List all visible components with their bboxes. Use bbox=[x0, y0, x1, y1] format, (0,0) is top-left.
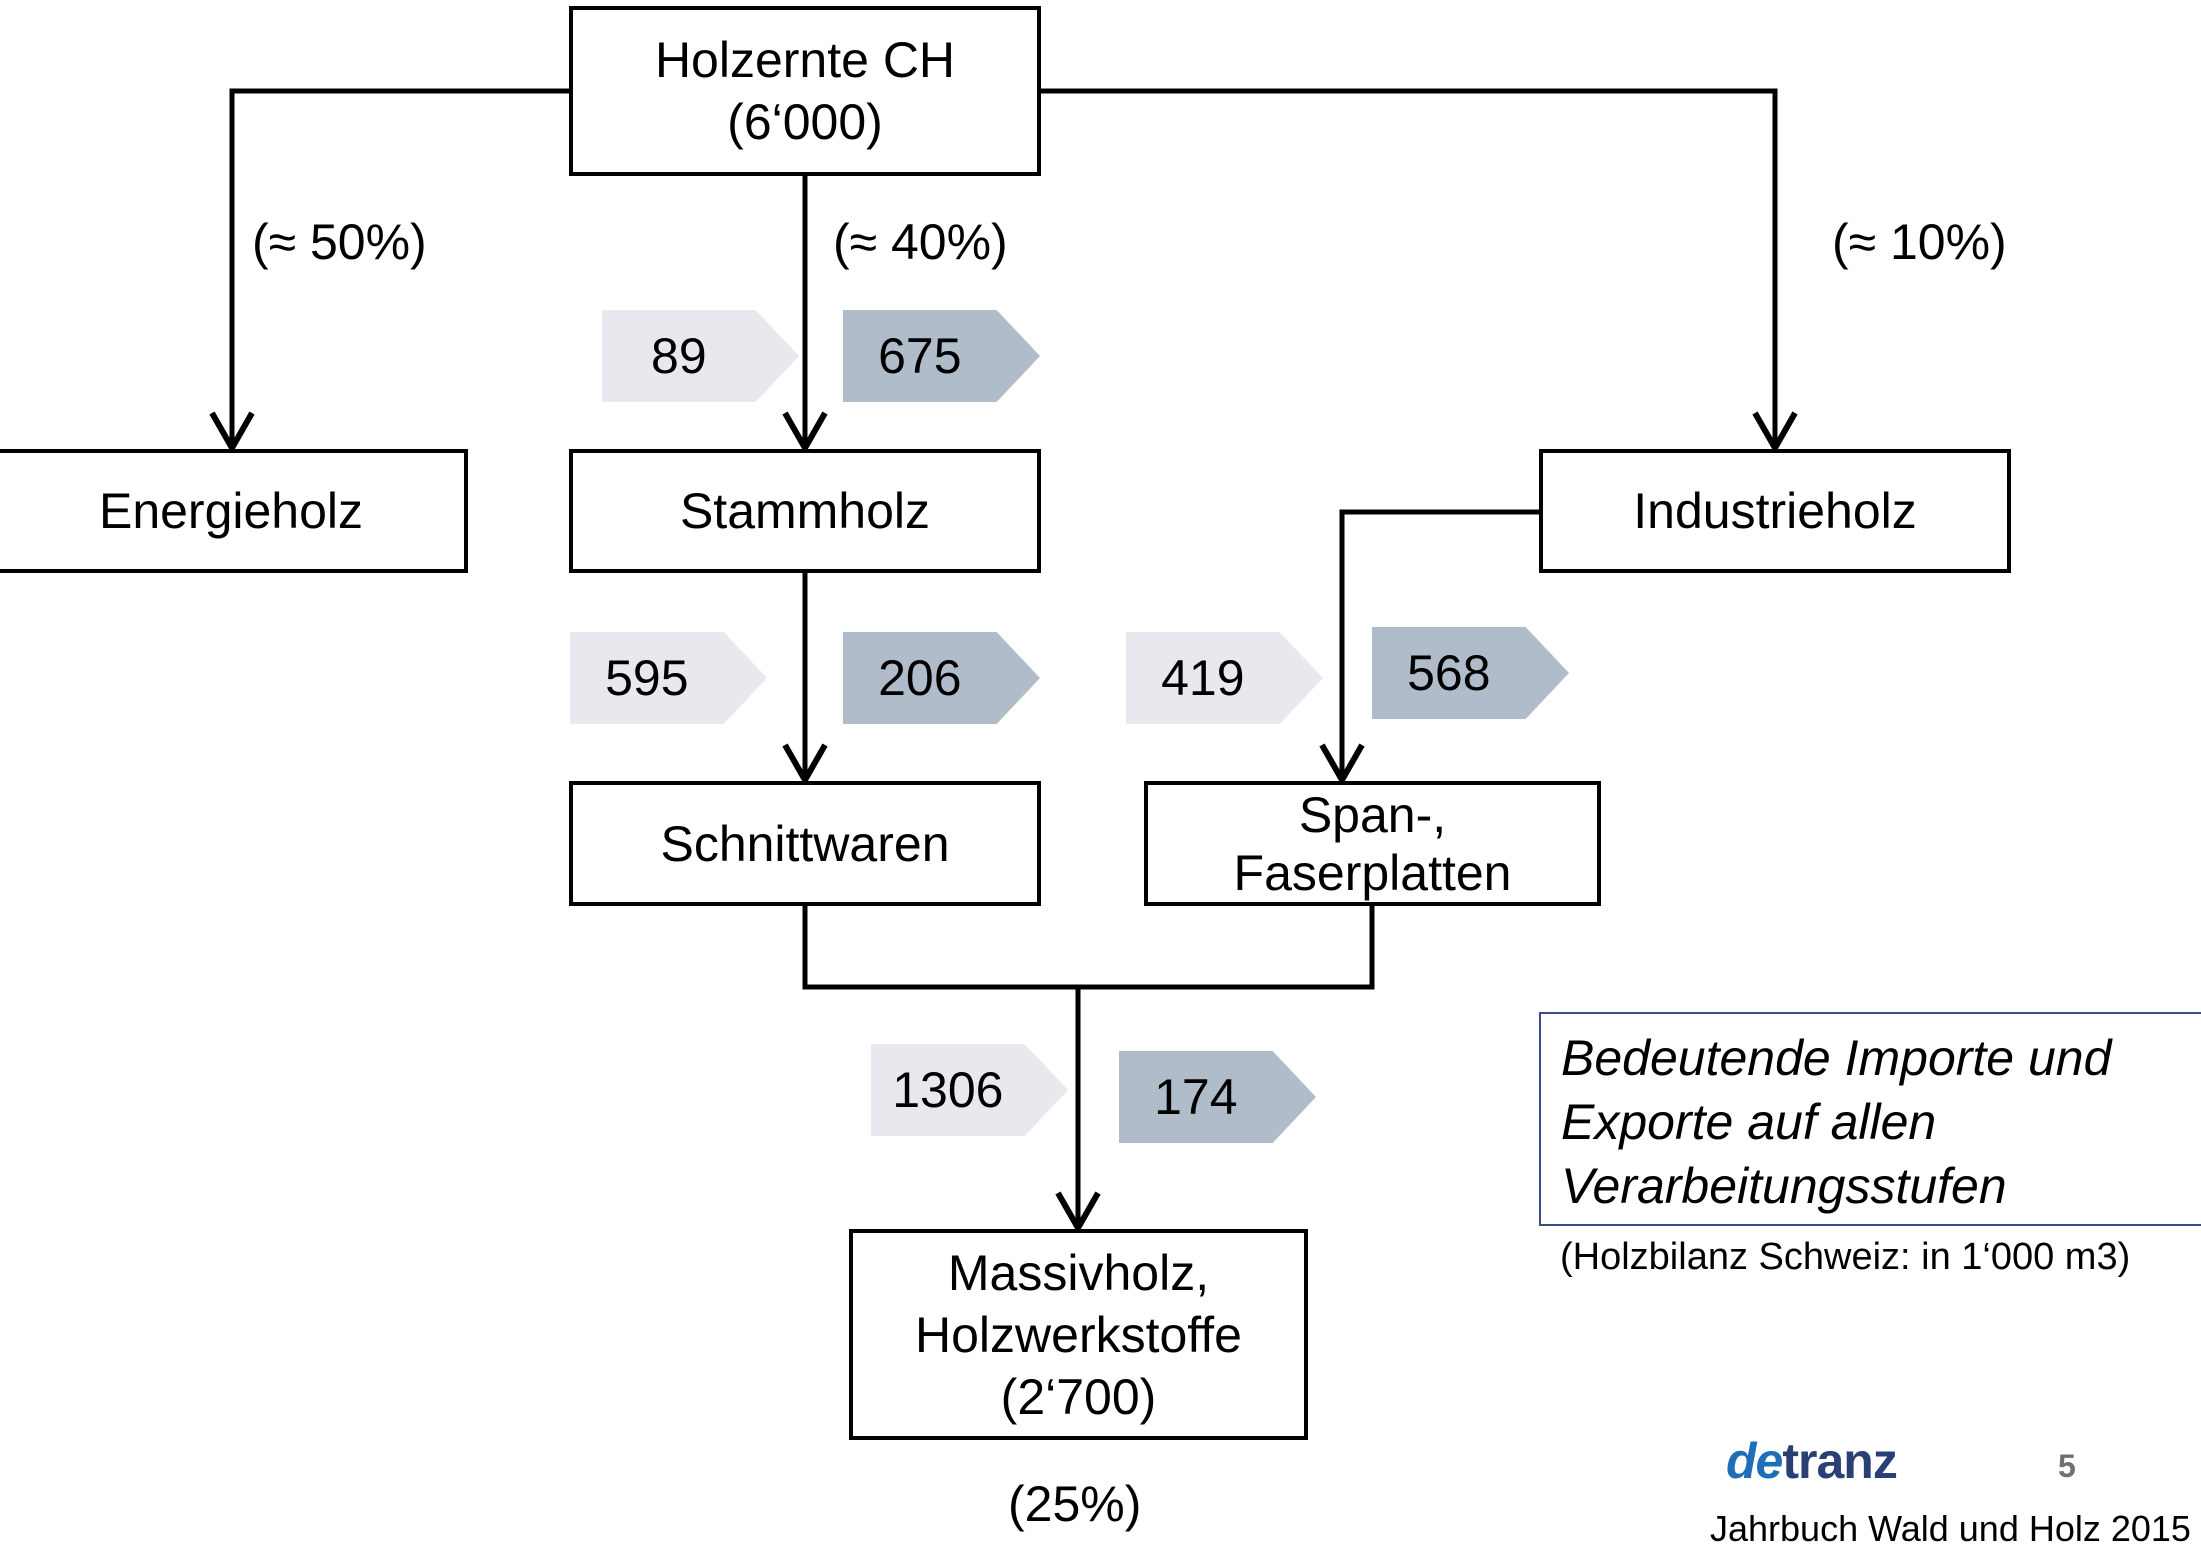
logo-de: de bbox=[1726, 1433, 1783, 1489]
tag-schnittwaren-export: 206 bbox=[843, 632, 1040, 724]
tag-stammholz-export: 675 bbox=[843, 310, 1040, 402]
tag-stammholz-export-value: 675 bbox=[878, 328, 962, 384]
page-number: 5 bbox=[2058, 1448, 2076, 1484]
node-massivholz-line2: Holzwerkstoffe bbox=[915, 1306, 1242, 1363]
node-holzernte-title: Holzernte CH bbox=[654, 32, 956, 88]
tag-stammholz-import: 89 bbox=[602, 310, 799, 402]
tag-massivholz-import: 1306 bbox=[871, 1044, 1068, 1136]
share-energieholz: (≈ 50%) bbox=[252, 214, 427, 270]
tag-massivholz-export: 174 bbox=[1119, 1051, 1316, 1143]
node-massivholz-line1: Massivholz, bbox=[947, 1244, 1210, 1301]
node-holzernte-value: (6‘000) bbox=[727, 94, 883, 150]
share-massivholz: (25%) bbox=[1008, 1476, 1142, 1532]
node-span-faserplatten: Span-, Faserplatten bbox=[1144, 781, 1601, 906]
note-box: Bedeutende Importe und Exporte auf allen… bbox=[1539, 1012, 2201, 1226]
note-line1: Bedeutende Importe und bbox=[1561, 1030, 2112, 1086]
tag-massivholz-export-value: 174 bbox=[1154, 1069, 1238, 1125]
tag-schnittwaren-import-value: 595 bbox=[605, 650, 689, 706]
node-energieholz: Energieholz bbox=[0, 449, 468, 573]
node-span-line2: Faserplatten bbox=[1233, 844, 1512, 901]
footer-text: Jahrbuch Wald und Holz 2015 bbox=[1710, 1508, 2191, 1549]
tag-stammholz-import-value: 89 bbox=[651, 328, 707, 384]
node-holzernte: Holzernte CH (6‘000) bbox=[569, 6, 1041, 176]
node-industrieholz-label: Industrieholz bbox=[1633, 483, 1917, 539]
note-line2: Exporte auf allen bbox=[1561, 1094, 1937, 1150]
node-span-line1: Span-, bbox=[1298, 786, 1447, 843]
tag-span-import: 419 bbox=[1126, 632, 1323, 724]
node-stammholz-label: Stammholz bbox=[679, 483, 931, 539]
node-energieholz-label: Energieholz bbox=[98, 483, 364, 539]
tag-span-export-value: 568 bbox=[1407, 645, 1491, 701]
share-industrieholz: (≈ 10%) bbox=[1832, 214, 2007, 270]
node-industrieholz: Industrieholz bbox=[1539, 449, 2011, 573]
detranz-logo: detranz bbox=[1726, 1432, 1898, 1490]
source-note: (Holzbilanz Schweiz: in 1‘000 m3) bbox=[1560, 1236, 2131, 1278]
merge-line bbox=[802, 906, 1375, 990]
tag-schnittwaren-export-value: 206 bbox=[878, 650, 962, 706]
node-massivholz: Massivholz, Holzwerkstoffe (2‘700) bbox=[849, 1229, 1308, 1440]
tag-schnittwaren-import: 595 bbox=[570, 632, 767, 724]
logo-tranz: tranz bbox=[1782, 1433, 1897, 1489]
tag-massivholz-import-value: 1306 bbox=[892, 1062, 1004, 1118]
node-massivholz-value: (2‘700) bbox=[1000, 1368, 1157, 1425]
arrow-to-industrieholz bbox=[1040, 88, 1798, 455]
arrow-to-energieholz bbox=[209, 88, 569, 455]
node-schnittwaren: Schnittwaren bbox=[569, 781, 1041, 906]
node-schnittwaren-label: Schnittwaren bbox=[660, 815, 950, 872]
tag-span-export: 568 bbox=[1372, 627, 1569, 719]
node-stammholz: Stammholz bbox=[569, 449, 1041, 573]
tag-span-import-value: 419 bbox=[1161, 650, 1245, 706]
share-stammholz: (≈ 40%) bbox=[833, 214, 1008, 270]
note-line3: Verarbeitungsstufen bbox=[1561, 1158, 2007, 1214]
arrow-to-span bbox=[1319, 509, 1539, 787]
